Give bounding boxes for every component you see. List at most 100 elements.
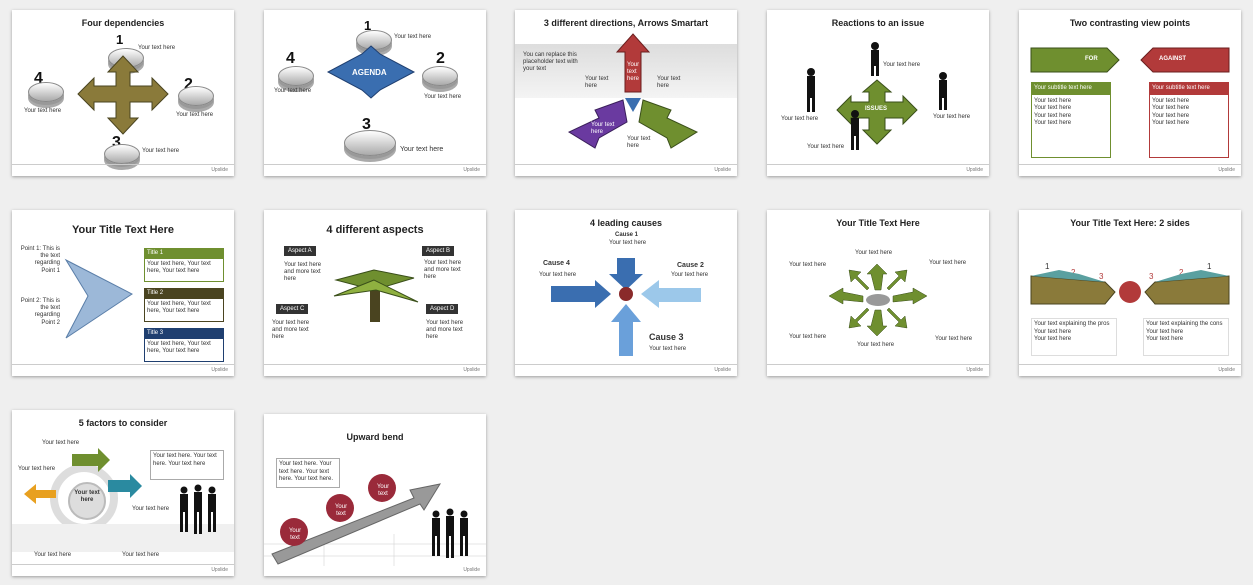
text-label: Your text here xyxy=(274,88,312,94)
footer-logo: Upslide xyxy=(463,567,480,573)
text-label: Your text here xyxy=(424,94,462,100)
against-header: AGAINST xyxy=(1159,56,1186,62)
pros-item: Your text here xyxy=(1034,336,1072,342)
text-label: Your text here xyxy=(627,136,651,150)
for-header: FOR xyxy=(1085,56,1098,62)
slide-title: Your Title Text Here xyxy=(836,218,920,228)
bullet-item: Your text here xyxy=(1034,112,1072,119)
slide-thumbnail-6[interactable]: Your Title Text Here Point 1: This is th… xyxy=(12,210,234,376)
footer-logo: Upslide xyxy=(1218,367,1235,373)
bullet-item: Your text here xyxy=(1034,120,1072,126)
agenda-diamond-icon xyxy=(326,45,416,99)
aspect-text: Your text here and more text here xyxy=(426,320,464,341)
slide-thumbnail-7[interactable]: 4 different aspects Aspect A Aspect B As… xyxy=(264,210,486,376)
text-label: Your text here xyxy=(657,76,681,90)
text-label: Your text here xyxy=(132,506,170,512)
dependency-number: 4 xyxy=(34,70,43,87)
sphere-label: Your text xyxy=(288,528,302,542)
slide-title: 3 different directions, Arrows Smartart xyxy=(543,18,709,28)
slide-thumbnail-3[interactable]: 3 different directions, Arrows Smartart … xyxy=(515,10,737,176)
issue-center-label: ISSUES xyxy=(865,106,888,112)
cycle-center xyxy=(68,482,106,520)
footer-line xyxy=(12,564,234,565)
cycle-center-label: Your text here xyxy=(74,490,100,504)
footer-line xyxy=(1019,164,1241,165)
footer-logo: Upslide xyxy=(211,367,228,373)
text-label: Your text here xyxy=(394,34,432,40)
title-card: Title 3 Your text here, Your text here, … xyxy=(144,328,224,362)
slide-thumbnail-4[interactable]: Reactions to an issue ISSUES Your text h… xyxy=(767,10,989,176)
four-aspect-arrows-icon xyxy=(333,269,419,322)
footer-line xyxy=(12,164,234,165)
step-number: 3 xyxy=(1099,272,1104,281)
cause-text: Your text here xyxy=(649,346,687,352)
slide-title: 4 different aspects xyxy=(326,224,424,236)
coin-stack-icon xyxy=(104,144,140,164)
footer-logo: Upslide xyxy=(463,367,480,373)
slide-thumbnail-10[interactable]: Your Title Text Here: 2 sides 1 2 3 3 2 … xyxy=(1019,210,1241,376)
text-box: Your text here. Your text here. Your tex… xyxy=(276,458,340,488)
agenda-number: 1 xyxy=(364,18,372,33)
placeholder-text: You can replace this placeholder text wi… xyxy=(523,52,578,73)
text-label: Your text here xyxy=(855,250,893,256)
slide-title: Your Title Text Here: 2 sides xyxy=(1070,218,1190,228)
footer-logo: Upslide xyxy=(966,167,983,173)
slide-title: 5 factors to consider xyxy=(78,418,168,428)
slide-thumbnail-2[interactable]: 1 2 3 4 AGENDA Your text here Your text … xyxy=(264,10,486,176)
text-box: Your text here. Your text here. Your tex… xyxy=(150,450,224,480)
card-title: Title 1 xyxy=(145,249,223,259)
text-label: Your text here xyxy=(34,552,72,558)
slide-thumbnail-8[interactable]: 4 leading causes Cause 1 Your text here … xyxy=(515,210,737,376)
cause-text: Your text here xyxy=(609,240,647,246)
slide-title: Four dependencies xyxy=(81,18,165,28)
point-label: Point 1: This is the text regarding Poin… xyxy=(20,246,60,274)
bullet-item: Your text here xyxy=(1034,97,1072,104)
text-label: Your text here xyxy=(42,440,80,446)
card-title: Title 2 xyxy=(145,289,223,299)
slide-title: Upward bend xyxy=(346,432,404,442)
coin-stack-icon xyxy=(278,66,314,86)
pros-item: Your text here xyxy=(1034,328,1072,335)
coin-stack-icon xyxy=(344,130,396,156)
footer-line xyxy=(767,164,989,165)
text-label: Your text here xyxy=(591,122,615,136)
slide-thumbnail-11[interactable]: 5 factors to consider Your text here You… xyxy=(12,410,234,576)
slide-thumbnail-12[interactable]: Upward bend Your text here. Your text he… xyxy=(264,414,486,576)
slide-thumbnail-5[interactable]: Two contrasting view points FOR AGAINST … xyxy=(1019,10,1241,176)
text-label: Your text here xyxy=(138,45,176,51)
aspect-tag: Aspect C xyxy=(276,304,309,314)
pros-list: Your text explaining the pros Your text … xyxy=(1031,318,1117,356)
step-number: 1 xyxy=(1207,262,1212,271)
text-label: Your text here xyxy=(929,260,967,266)
text-label: Your text here xyxy=(807,144,845,150)
footer-line xyxy=(1019,364,1241,365)
text-label: Your text here xyxy=(789,262,827,268)
pros-item: Your text explaining the pros xyxy=(1034,321,1110,327)
agenda-number: 2 xyxy=(436,50,445,67)
cause-label: Cause 3 xyxy=(649,332,684,342)
text-label: Your text here xyxy=(627,62,640,83)
cause-label: Cause 1 xyxy=(615,232,639,238)
footer-logo: Upslide xyxy=(1218,167,1235,173)
text-label: Your text here xyxy=(781,116,819,122)
chevron-arrow-icon xyxy=(64,258,133,339)
step-number: 1 xyxy=(1045,262,1050,271)
footer-logo: Upslide xyxy=(714,167,731,173)
bullet-item: Your text here xyxy=(1152,105,1190,111)
dependency-number: 3 xyxy=(112,134,121,151)
sphere-label: Your text xyxy=(334,504,348,518)
title-card: Title 1 Your text here, Your text here, … xyxy=(144,248,224,282)
slide-thumbnail-1[interactable]: Four dependencies 1 2 3 4 Your text here… xyxy=(12,10,234,176)
step-number: 3 xyxy=(1149,272,1154,281)
three-arrows-icon xyxy=(567,33,699,149)
agenda-center-label: AGENDA xyxy=(352,68,387,77)
card-title: Title 3 xyxy=(145,329,223,339)
card-body: Your text here, Your text here, Your tex… xyxy=(147,340,211,355)
footer-logo: Upslide xyxy=(211,567,228,573)
against-subtitle: Your subtitle text here xyxy=(1150,83,1228,95)
dependency-number: 2 xyxy=(184,76,193,93)
slide-thumbnail-9[interactable]: Your Title Text Here Your text here Your… xyxy=(767,210,989,376)
text-label: Your text here xyxy=(24,108,62,114)
against-panel: Your subtitle text here Your text here Y… xyxy=(1149,82,1229,158)
coin-stack-icon xyxy=(178,86,214,106)
